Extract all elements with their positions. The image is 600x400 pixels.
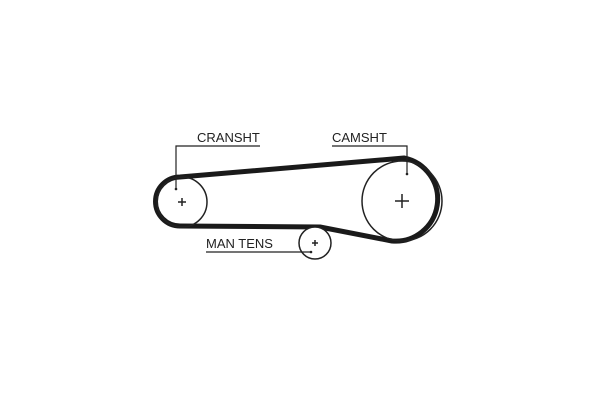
camshaft-pulley [361, 160, 443, 242]
camshaft-leader-line [332, 145, 408, 174]
tensioner-label: MAN TENS [206, 236, 273, 251]
crankshaft-center-mark [178, 198, 186, 206]
camshaft-label: CAMSHT [332, 130, 387, 145]
timing-belt [153, 155, 441, 244]
camshaft-center-mark [395, 194, 409, 208]
crankshaft-leader-line [175, 145, 260, 189]
crankshaft-pulley [156, 176, 208, 228]
tensioner-pulley [298, 226, 332, 260]
crankshaft-label: CRANSHT [197, 130, 260, 145]
tensioner-center-mark [312, 240, 318, 246]
